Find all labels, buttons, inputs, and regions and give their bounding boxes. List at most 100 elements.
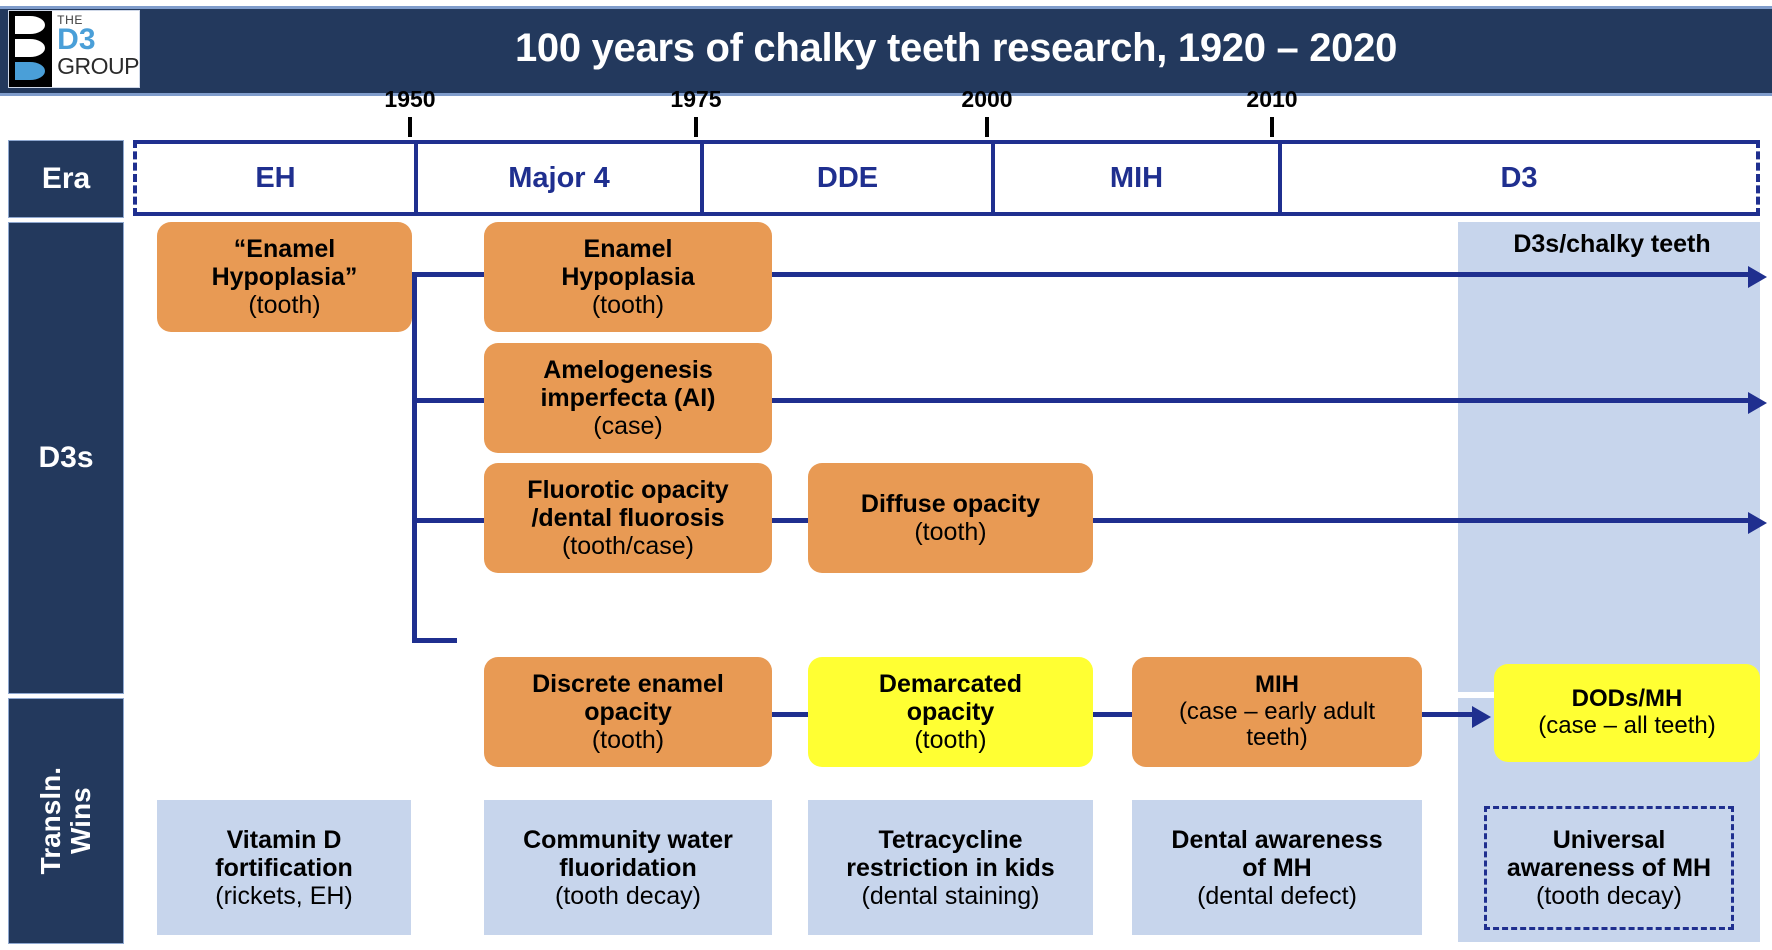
box-enamel-hypoplasia-root[interactable]: “Enamel Hypoplasia” (tooth) (157, 222, 412, 332)
box-subtitle: (case – all teeth) (1538, 712, 1716, 739)
flow-arrow-row1 (1748, 266, 1767, 288)
box-dods-mh[interactable]: DODs/MH (case – all teeth) (1494, 664, 1760, 762)
era-divider-2 (700, 144, 704, 212)
win-title-line1: Community water (523, 825, 733, 854)
win-subtitle: (dental defect) (1197, 881, 1357, 910)
page-title: 100 years of chalky teeth research, 1920… (514, 25, 1398, 70)
box-title-line1: Enamel (583, 235, 673, 263)
flow-line-row1 (412, 272, 1752, 277)
year-label-2000: 2000 (961, 86, 1013, 112)
box-title-line2: opacity (906, 698, 995, 726)
d3-group-logo: THE D3 GROUP (8, 10, 140, 88)
rail-wins-line2: Wins (65, 787, 96, 855)
win-box-tetracycline[interactable]: Tetracycline restriction in kids (dental… (808, 800, 1093, 935)
box-fluorotic-opacity[interactable]: Fluorotic opacity /dental fluorosis (too… (484, 463, 772, 573)
year-tick-1975 (694, 117, 698, 137)
era-divider-4 (1278, 144, 1282, 212)
win-title-line1: Tetracycline (878, 825, 1023, 854)
box-diffuse-opacity[interactable]: Diffuse opacity (tooth) (808, 463, 1093, 573)
link-discrete-to-demarcated (770, 712, 815, 717)
win-box-water-fluoridation[interactable]: Community water fluoridation (tooth deca… (484, 800, 772, 935)
box-discrete-enamel-opacity[interactable]: Discrete enamel opacity (tooth) (484, 657, 772, 767)
branch-stub-row3 (412, 518, 457, 523)
flow-label-d3s-chalky-teeth: D3s/chalky teeth (1513, 230, 1711, 258)
rail-d3s-text: D3s (38, 441, 94, 474)
era-cell-major4[interactable]: Major 4 (508, 161, 610, 194)
era-cell-d3[interactable]: D3 (1500, 161, 1538, 194)
era-cell-eh[interactable]: EH (255, 161, 296, 194)
year-tick-2010 (1270, 117, 1274, 137)
flow-arrow-row2 (1748, 392, 1767, 414)
box-title-line1: Amelogenesis (543, 356, 713, 384)
box-subtitle-line1: (case – early adult (1178, 697, 1376, 725)
box-title-line1: “Enamel (233, 235, 336, 263)
box-subtitle: (tooth) (914, 518, 987, 546)
win-box-dental-awareness[interactable]: Dental awareness of MH (dental defect) (1132, 800, 1422, 935)
logo-the: THE (57, 13, 83, 27)
era-divider-3 (991, 144, 995, 212)
win-title-line1: Universal (1552, 825, 1666, 854)
branch-trunk (412, 272, 417, 640)
rail-label-translational-wins: Transln. Wins (8, 698, 124, 944)
flow-arrow-row3 (1748, 512, 1767, 534)
year-label-1950: 1950 (384, 86, 436, 112)
box-title-line1: Diffuse opacity (860, 490, 1041, 518)
rail-era-text: Era (41, 162, 91, 195)
rail-wins-line1: Transln. (35, 767, 67, 875)
link-mih-to-dods (1420, 712, 1478, 717)
box-title-line2: imperfecta (AI) (540, 384, 716, 412)
box-subtitle: (tooth) (914, 726, 987, 754)
box-title-line1: DODs/MH (1571, 685, 1683, 713)
box-title-line2: /dental fluorosis (531, 504, 725, 532)
win-subtitle: (dental staining) (861, 881, 1040, 910)
box-title-line1: Fluorotic opacity (527, 476, 729, 504)
win-title-line2: of MH (1242, 853, 1312, 882)
box-title-line2: opacity (584, 698, 672, 726)
win-title-line1: Dental awareness (1171, 825, 1383, 854)
box-demarcated-opacity[interactable]: Demarcated opacity (tooth) (808, 657, 1093, 767)
tooth-marks-icon (9, 11, 53, 87)
win-subtitle: (tooth decay) (1536, 881, 1682, 910)
box-subtitle: (tooth) (591, 291, 665, 319)
win-subtitle: (rickets, EH) (215, 881, 353, 910)
d3-era-shading-upper (1458, 222, 1760, 692)
logo-d3: D3 (57, 23, 96, 56)
era-band: EH Major 4 DDE MIH D3 (133, 140, 1760, 216)
box-title-line2: Hypoplasia (561, 263, 695, 291)
link-demarcated-to-mih (1090, 712, 1132, 717)
box-subtitle: (case) (593, 412, 663, 440)
box-subtitle: (tooth) (248, 291, 321, 319)
year-tick-1950 (408, 117, 412, 137)
flow-line-row3 (457, 518, 1752, 523)
year-tick-2000 (985, 117, 989, 137)
box-enamel-hypoplasia[interactable]: Enamel Hypoplasia (tooth) (484, 222, 772, 332)
logo-group: GROUP (57, 52, 139, 79)
era-cell-mih[interactable]: MIH (1109, 161, 1164, 194)
era-cell-dde[interactable]: DDE (816, 161, 879, 194)
box-title-line1: Demarcated (878, 670, 1023, 698)
win-title-line2: fortification (215, 853, 353, 882)
branch-stub-row4 (412, 638, 457, 643)
box-title-line1: MIH (1255, 670, 1299, 698)
year-label-1975: 1975 (670, 86, 722, 112)
win-title-line1: Vitamin D (226, 825, 342, 854)
header-bar (0, 6, 1772, 96)
branch-stub-row1 (412, 272, 457, 277)
box-mih[interactable]: MIH (case – early adult teeth) (1132, 657, 1422, 767)
branch-stub-row2 (412, 398, 457, 403)
box-subtitle: (tooth/case) (561, 532, 694, 560)
box-subtitle-line2: teeth) (1246, 724, 1308, 752)
box-amelogenesis-imperfecta[interactable]: Amelogenesis imperfecta (AI) (case) (484, 343, 772, 453)
rail-label-d3s: D3s (8, 222, 124, 694)
win-subtitle: (tooth decay) (555, 881, 701, 910)
win-title-line2: restriction in kids (846, 853, 1055, 882)
win-title-line2: awareness of MH (1506, 853, 1712, 882)
win-box-vitamin-d[interactable]: Vitamin D fortification (rickets, EH) (157, 800, 411, 935)
box-subtitle: (tooth) (591, 726, 665, 754)
win-title-line2: fluoridation (559, 853, 697, 882)
rail-label-era: Era (8, 140, 124, 218)
flow-arrow-mih-to-dods (1472, 706, 1491, 728)
flow-line-row2 (457, 398, 1752, 403)
win-box-universal-awareness[interactable]: Universal awareness of MH (tooth decay) (1458, 800, 1760, 935)
